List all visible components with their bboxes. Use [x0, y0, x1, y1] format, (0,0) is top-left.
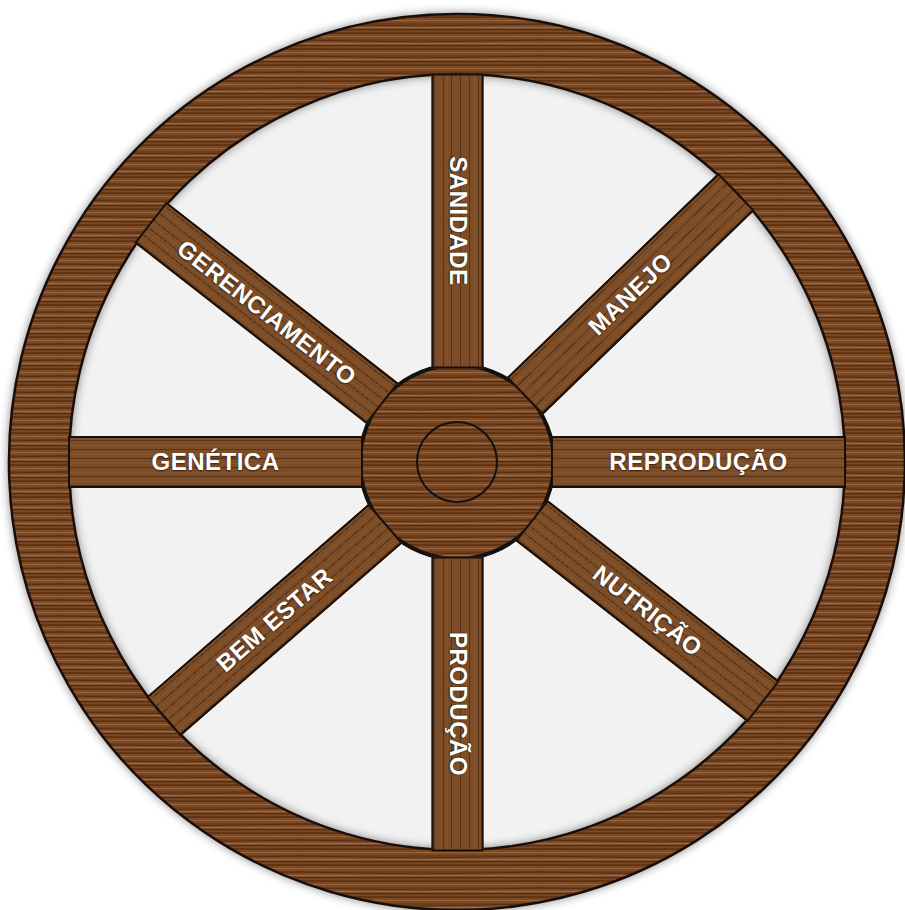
wheel-spoke: GENÉTICA: [68, 436, 363, 488]
wheel-spoke: REPRODUÇÃO: [551, 436, 846, 488]
spoke-label: PRODUÇÃO: [445, 631, 469, 775]
spoke-label: GENÉTICA: [151, 450, 279, 474]
hub-axle: [417, 422, 497, 502]
spoke-label: REPRODUÇÃO: [609, 450, 787, 474]
spoke-label: SANIDADE: [445, 156, 469, 285]
wheel-spoke: PRODUÇÃO: [431, 556, 483, 851]
wheel-rim: [9, 14, 905, 910]
wheel-spoke: SANIDADE: [431, 73, 483, 368]
